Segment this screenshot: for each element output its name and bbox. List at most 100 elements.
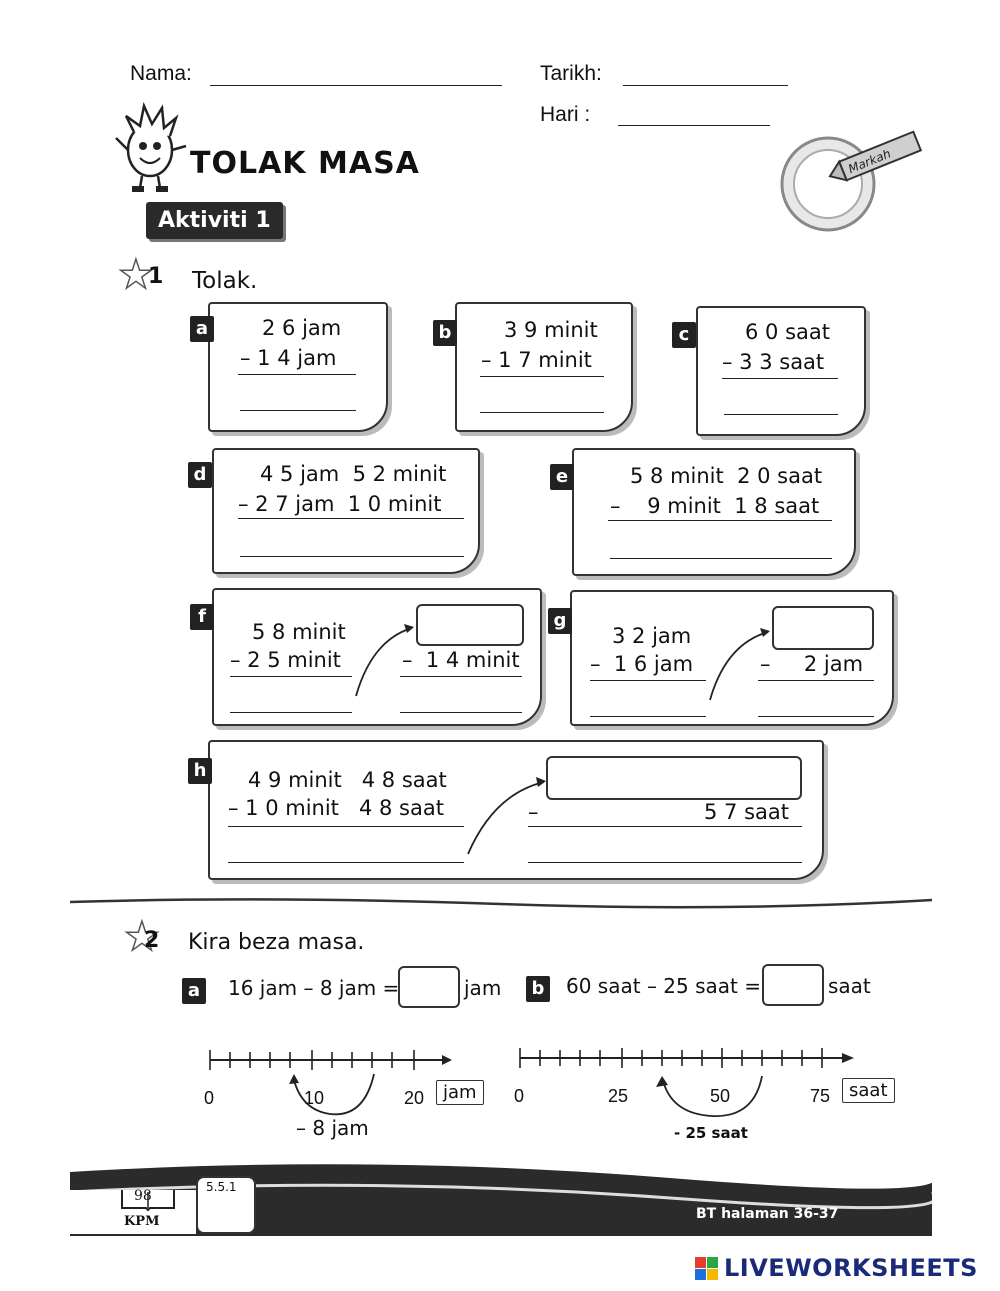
card-c-answer[interactable] bbox=[724, 414, 838, 415]
section1-instruction: Tolak. bbox=[192, 268, 258, 294]
card-h-line1: 4 9 minit 4 8 saat bbox=[248, 768, 447, 792]
star-icon-2: ★ bbox=[123, 913, 160, 961]
section2-number: 2 bbox=[144, 928, 160, 953]
activity-badge: Aktiviti 1 bbox=[146, 202, 283, 239]
section2a-expression: 16 jam – 8 jam = bbox=[228, 976, 400, 1000]
markah-score-field[interactable] bbox=[788, 152, 844, 212]
card-h-arrow-icon bbox=[467, 777, 546, 855]
section2-instruction: Kira beza masa. bbox=[188, 930, 365, 955]
card-g-tag: g bbox=[548, 608, 572, 634]
card-h-line3-val: 5 7 saat bbox=[704, 800, 789, 824]
card-d-line1: 4 5 jam 5 2 minit bbox=[260, 462, 447, 486]
section2a-jump-arrow-icon bbox=[289, 1073, 375, 1116]
card-e-line2: – 9 minit 1 8 saat bbox=[610, 494, 820, 518]
card-d-answer[interactable] bbox=[240, 556, 464, 557]
card-f-arrow-icon bbox=[355, 624, 414, 697]
card-d-line2: – 2 7 jam 1 0 minit bbox=[238, 492, 442, 516]
card-h-answer-1[interactable] bbox=[228, 862, 464, 863]
card-g-arrow-icon bbox=[709, 628, 770, 701]
card-g-rule-2 bbox=[758, 680, 874, 681]
section2b-jump-label: - 25 saat bbox=[674, 1124, 748, 1142]
section2a-tag: a bbox=[182, 978, 206, 1004]
date-field[interactable] bbox=[623, 68, 788, 86]
name-field[interactable] bbox=[210, 68, 502, 86]
card-f-answer-1[interactable] bbox=[230, 712, 352, 713]
markah-score-circle: Markah bbox=[780, 130, 923, 232]
day-field[interactable] bbox=[618, 108, 770, 126]
section2a-unit: jam bbox=[464, 976, 502, 1000]
section2a-jump-label: – 8 jam bbox=[296, 1116, 369, 1140]
section2b-answer-box[interactable] bbox=[762, 964, 824, 1006]
card-c-rule bbox=[722, 378, 838, 379]
card-d-tag: d bbox=[188, 462, 212, 488]
card-c-tag: c bbox=[672, 322, 696, 348]
card-b-line2: – 1 7 minit bbox=[481, 348, 592, 372]
section-divider bbox=[70, 898, 932, 909]
card-g-line1: 3 2 jam bbox=[612, 624, 692, 648]
card-f-rule bbox=[230, 676, 352, 677]
star-icon: ★ bbox=[117, 251, 154, 299]
card-h-rule-2 bbox=[528, 826, 802, 827]
section2b-jump-arrow-icon bbox=[656, 1075, 763, 1117]
section2b-expression: 60 saat – 25 saat = bbox=[566, 974, 761, 998]
card-g-line3: – 2 jam bbox=[760, 652, 864, 676]
card-a-rule bbox=[238, 374, 356, 375]
section2b-tag: b bbox=[526, 976, 550, 1002]
section2b-tick-25: 25 bbox=[608, 1086, 629, 1106]
section2a-tick-20: 20 bbox=[404, 1088, 425, 1108]
card-f-line2: – 2 5 minit bbox=[230, 648, 341, 672]
section2a-axis-unit: jam bbox=[436, 1080, 484, 1105]
card-g-line2: – 1 6 jam bbox=[590, 652, 694, 676]
card-e bbox=[572, 448, 856, 576]
liveworksheets-watermark: LIVEWORKSHEETS bbox=[724, 1254, 978, 1282]
footer-page-number: 98 bbox=[134, 1188, 152, 1204]
worksheet-title: TOLAK MASA bbox=[190, 146, 420, 181]
card-h-tag: h bbox=[188, 758, 212, 784]
day-label: Hari : bbox=[540, 103, 591, 126]
card-h-carry-box[interactable] bbox=[546, 756, 802, 800]
section2a-tick-10: 10 bbox=[304, 1088, 325, 1108]
card-b-answer[interactable] bbox=[480, 412, 604, 413]
card-g-carry-box[interactable] bbox=[772, 606, 874, 650]
date-label: Tarikh: bbox=[540, 62, 602, 85]
card-f-carry-box[interactable] bbox=[416, 604, 524, 646]
card-e-rule bbox=[608, 520, 832, 521]
footer-standard: 5.5.1 bbox=[206, 1180, 237, 1194]
card-g-answer-2[interactable] bbox=[758, 716, 874, 717]
card-f-tag: f bbox=[190, 604, 214, 630]
card-b-rule bbox=[480, 376, 604, 377]
section2b-unit: saat bbox=[828, 974, 871, 998]
card-g-answer-1[interactable] bbox=[590, 716, 706, 717]
footer-reference: BT halaman 36-37 bbox=[696, 1206, 839, 1222]
book-icon bbox=[121, 1190, 175, 1212]
card-f-line1: 5 8 minit bbox=[252, 620, 346, 644]
card-a-answer[interactable] bbox=[240, 410, 356, 411]
card-a-line2: – 1 4 jam bbox=[240, 346, 337, 370]
section1-number: 1 bbox=[148, 264, 164, 289]
card-h-rule bbox=[228, 826, 464, 827]
card-c-line2: – 3 3 saat bbox=[722, 350, 825, 374]
card-e-tag: e bbox=[550, 464, 574, 490]
card-c-line1: 6 0 saat bbox=[745, 320, 830, 344]
card-h-answer-2[interactable] bbox=[528, 862, 802, 863]
footer-standard-box bbox=[196, 1176, 256, 1234]
card-d bbox=[212, 448, 480, 574]
card-f-rule-2 bbox=[400, 676, 522, 677]
section2b-tick-75: 75 bbox=[810, 1086, 831, 1106]
section2b-number-line bbox=[519, 1048, 854, 1068]
card-h-line3-op: – bbox=[528, 800, 539, 824]
card-b-tag: b bbox=[433, 320, 457, 346]
section2b-tick-0: 0 bbox=[514, 1086, 525, 1106]
card-g-rule bbox=[590, 680, 706, 681]
section2b-axis-unit: saat bbox=[842, 1078, 895, 1103]
footer-publisher: KPM bbox=[124, 1214, 160, 1229]
card-h-line2: – 1 0 minit 4 8 saat bbox=[228, 796, 444, 820]
mascot-illustration bbox=[115, 101, 187, 192]
card-a-line1: 2 6 jam bbox=[262, 316, 342, 340]
section2a-answer-box[interactable] bbox=[398, 966, 460, 1008]
card-a-tag: a bbox=[190, 316, 214, 342]
card-f-answer-2[interactable] bbox=[400, 712, 522, 713]
liveworksheets-logo-icon bbox=[695, 1257, 718, 1280]
section2b-tick-50: 50 bbox=[710, 1086, 731, 1106]
card-e-answer[interactable] bbox=[610, 558, 832, 559]
